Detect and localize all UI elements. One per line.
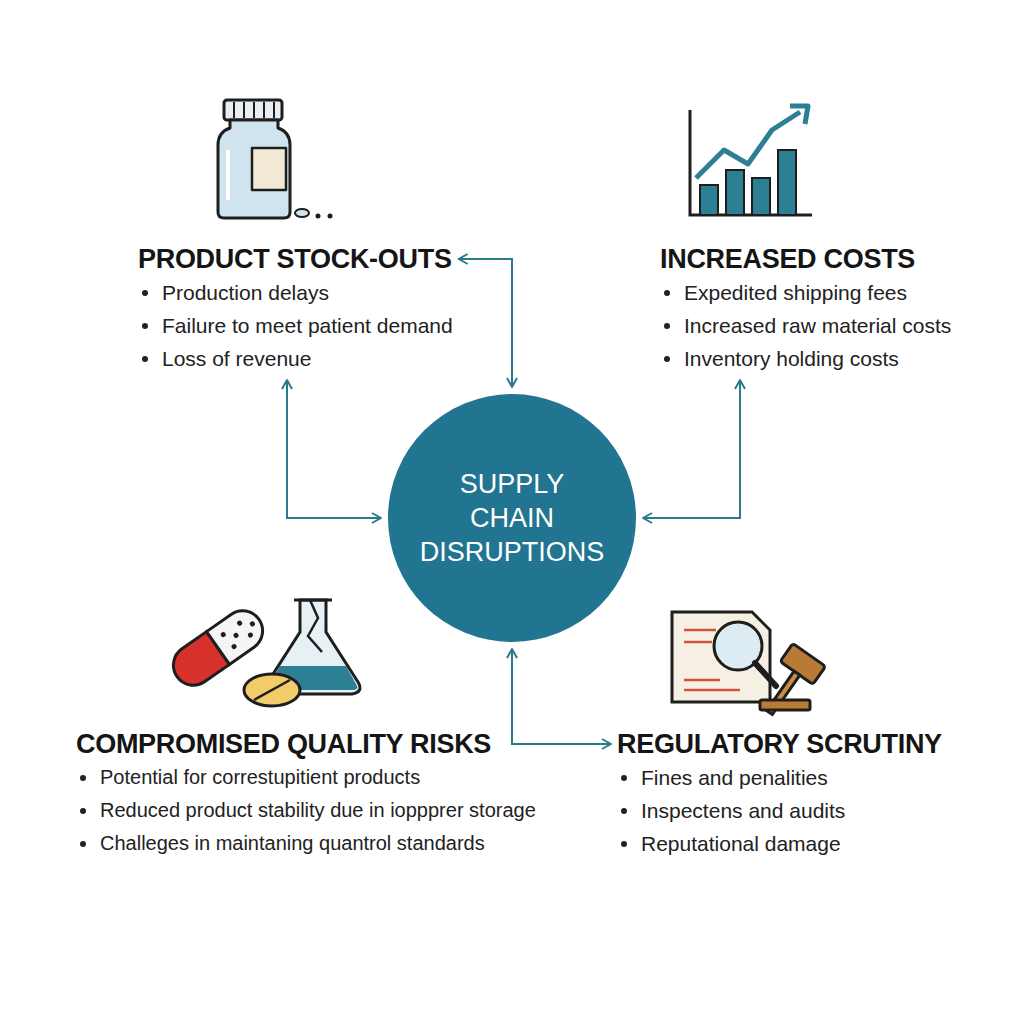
regulation-icon xyxy=(672,612,826,724)
bullet-dot xyxy=(80,775,86,781)
group-heading: INCREASED COSTS xyxy=(660,243,951,275)
bullet-text: Potential for correstupitient products xyxy=(100,766,420,789)
bullet-row: Loss of revenue xyxy=(142,343,453,374)
bullet-row: Fines and penalities xyxy=(621,762,942,793)
bullet-text: Inventory holding costs xyxy=(684,347,899,371)
connector-arrow xyxy=(459,259,512,387)
bullet-dot xyxy=(80,808,86,814)
bullet-text: Loss of revenue xyxy=(162,347,311,371)
bullet-text: Increased raw material costs xyxy=(684,314,951,338)
bullet-dot xyxy=(80,841,86,847)
bullet-text: Expedited shipping fees xyxy=(684,281,907,305)
bottle-icon xyxy=(218,100,333,219)
group-heading: PRODUCT STOCK-OUTS xyxy=(138,243,453,275)
bullet-row: Reduced product stability due in iopppre… xyxy=(80,795,536,826)
bullet-dot xyxy=(621,775,627,781)
bullet-dot xyxy=(621,808,627,814)
impact-group: COMPROMISED QUALITY RISKS Potential for c… xyxy=(76,728,536,859)
bullet-dot xyxy=(142,356,148,362)
impact-group: INCREASED COSTS Expedited shipping feesIn… xyxy=(660,243,951,374)
bullet-dot xyxy=(664,356,670,362)
connector-arrow xyxy=(287,380,381,518)
bullet-dot xyxy=(142,290,148,296)
bullet-dot xyxy=(664,323,670,329)
pill-icon xyxy=(166,600,360,706)
group-heading: REGULATORY SCRUTINY xyxy=(617,728,942,760)
hub-label: SUPPLY CHAIN DISRUPTIONS xyxy=(387,467,637,569)
bullet-row: Reputational damage xyxy=(621,828,942,859)
bullet-row: Challeges in maintaning quantrol standar… xyxy=(80,828,536,859)
bullet-row: Production delays xyxy=(142,277,453,308)
hub-circle: SUPPLY CHAIN DISRUPTIONS xyxy=(387,393,637,643)
bullet-dot xyxy=(621,841,627,847)
connector-arrow xyxy=(512,649,611,744)
bullet-row: Expedited shipping fees xyxy=(664,277,951,308)
connector-arrow xyxy=(643,380,740,518)
impact-group: REGULATORY SCRUTINY Fines and penalitiesI… xyxy=(617,728,942,859)
group-heading: COMPROMISED QUALITY RISKS xyxy=(76,728,536,760)
bullet-row: Inspectens and audits xyxy=(621,795,942,826)
bullet-text: Reduced product stability due in iopppre… xyxy=(100,799,536,822)
bullet-text: Reputational damage xyxy=(641,832,841,856)
impact-group: PRODUCT STOCK-OUTS Production delaysFailu… xyxy=(138,243,453,374)
bullet-row: Potential for correstupitient products xyxy=(80,762,536,793)
bullet-row: Inventory holding costs xyxy=(664,343,951,374)
bullet-row: Failure to meet patient demand xyxy=(142,310,453,341)
bullet-dot xyxy=(664,290,670,296)
chart-icon xyxy=(690,106,812,215)
bullet-text: Inspectens and audits xyxy=(641,799,845,823)
bullet-dot xyxy=(142,323,148,329)
bullet-text: Production delays xyxy=(162,281,329,305)
bullet-text: Fines and penalities xyxy=(641,766,828,790)
bullet-row: Increased raw material costs xyxy=(664,310,951,341)
bullet-text: Challeges in maintaning quantrol standar… xyxy=(100,832,485,855)
bullet-text: Failure to meet patient demand xyxy=(162,314,453,338)
